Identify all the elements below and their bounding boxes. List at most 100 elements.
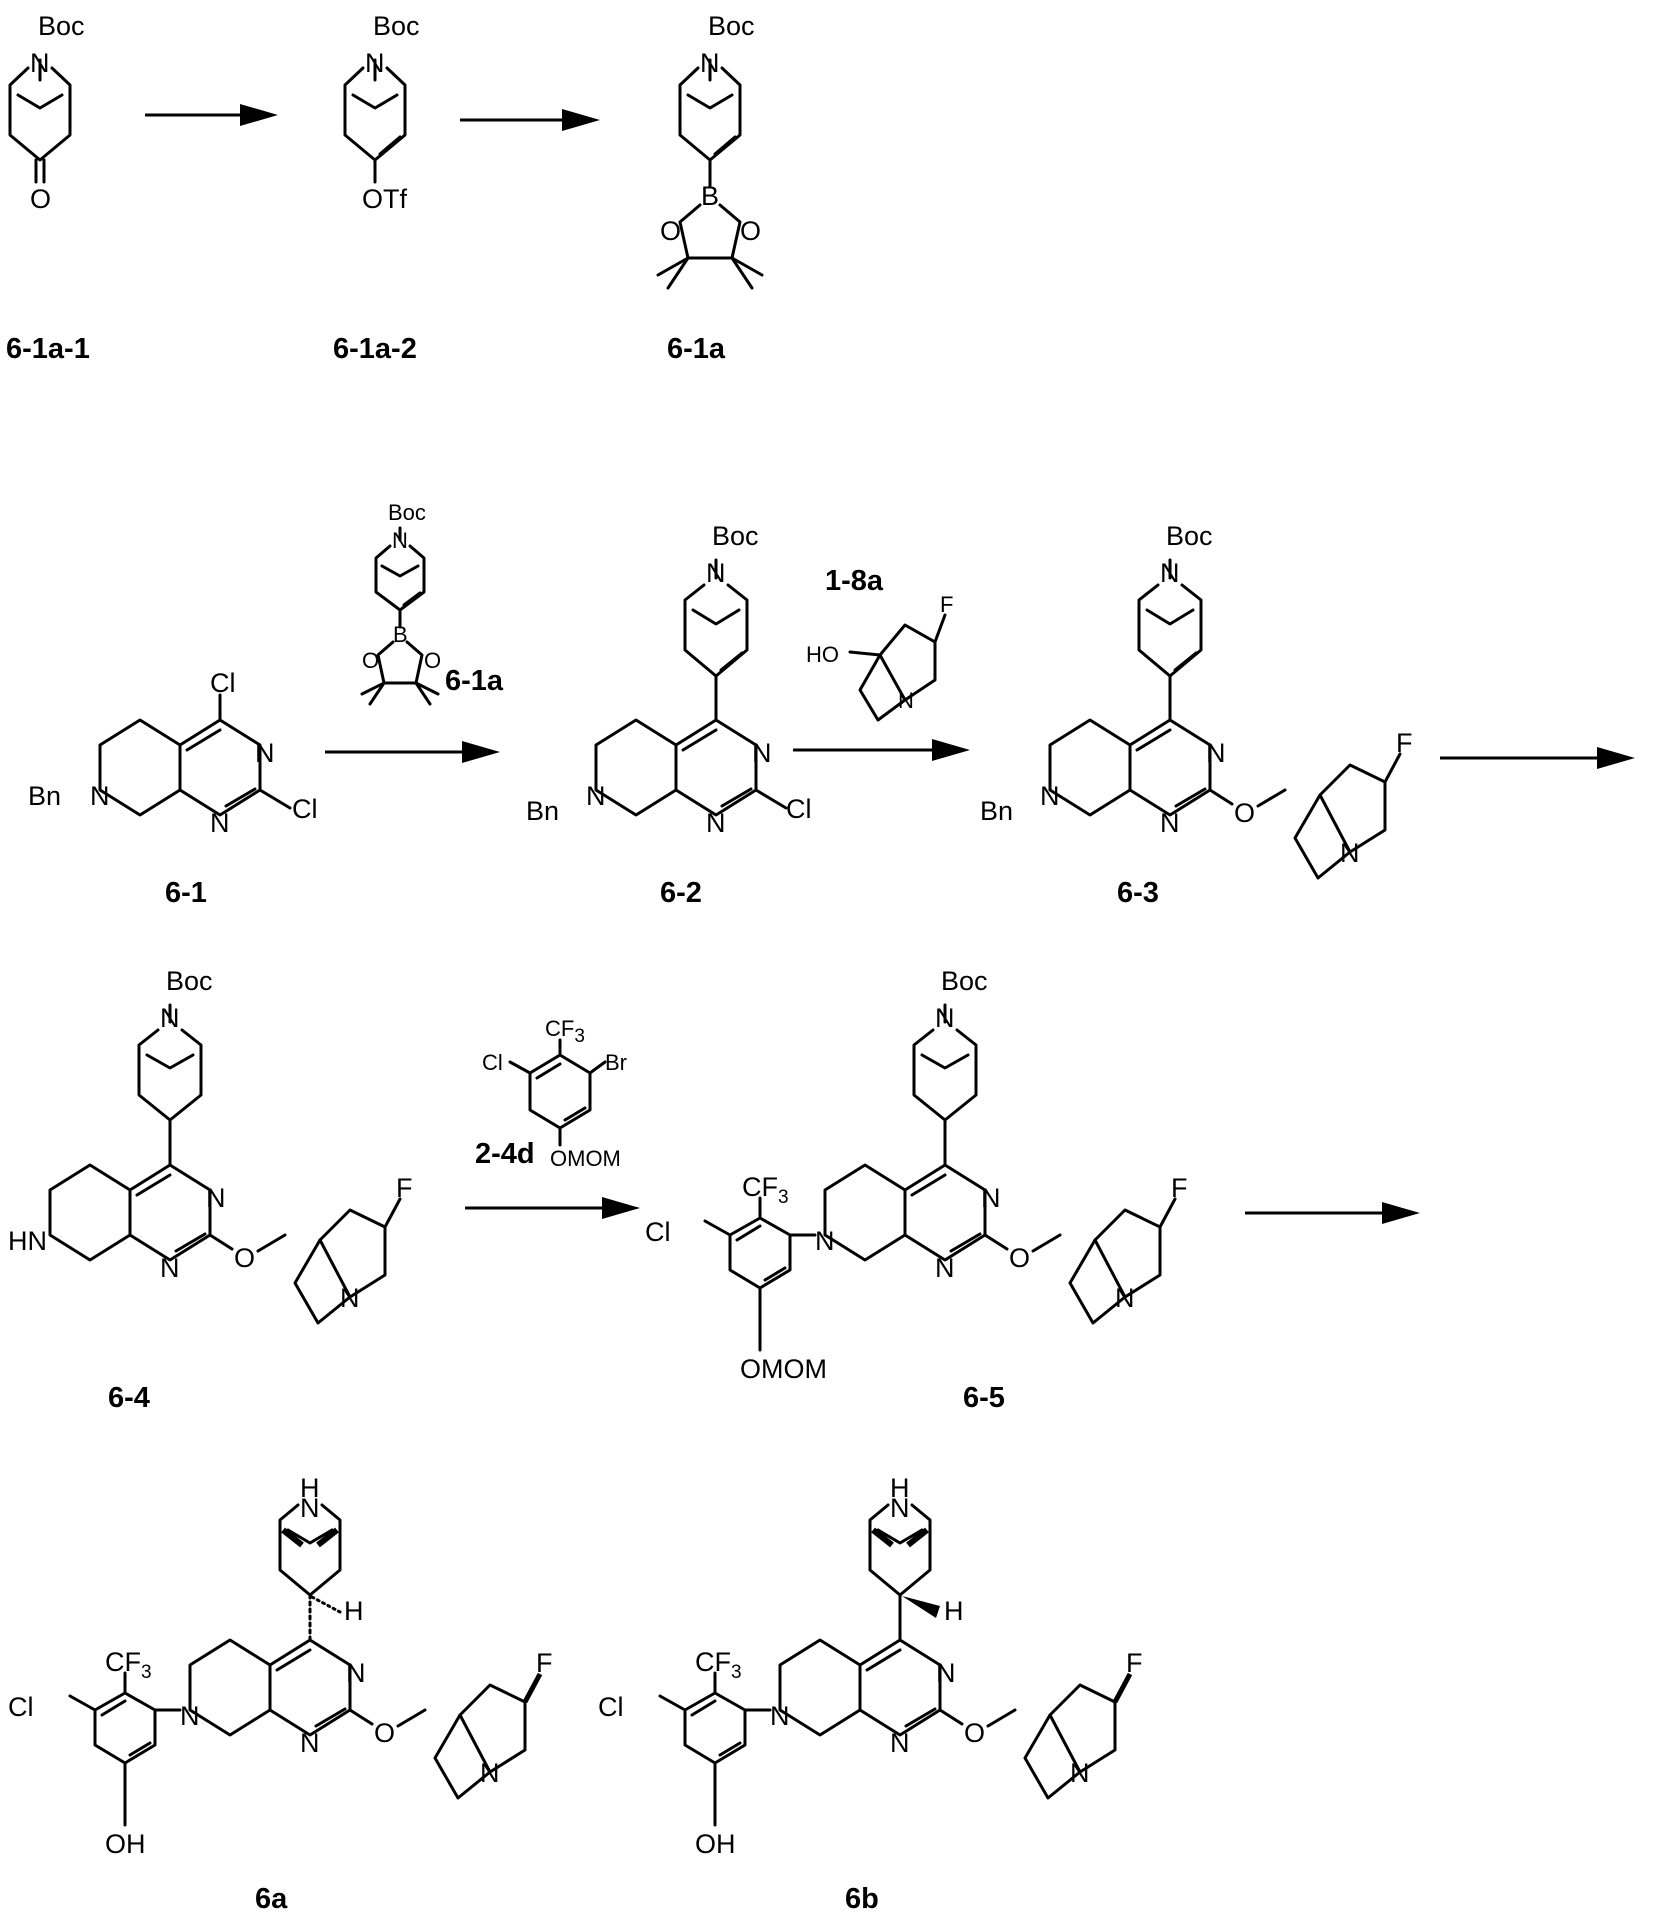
fluorine-label: F xyxy=(1126,1648,1143,1678)
boron-label: B xyxy=(701,181,719,211)
trifluoromethyl-label: CF3 xyxy=(742,1172,789,1208)
compound-6-5: Boc N N N N CF3 Cl OMOM O F N xyxy=(645,966,1188,1384)
nitrogen-label: N xyxy=(981,1183,1001,1213)
reagent-label-2-4d: 2-4d xyxy=(475,1138,535,1170)
compound-6a: H N H N N N CF3 Cl OH O F N xyxy=(8,1473,553,1859)
nitrogen-label: N xyxy=(752,738,772,768)
hydroxyl-label: OH xyxy=(105,1829,146,1859)
nitrogen-label: N xyxy=(815,1226,835,1256)
compound-6-1: Cl Cl N N N Bn xyxy=(28,668,318,838)
hydroxyl-label: OH xyxy=(695,1829,736,1859)
nitrogen-label: N xyxy=(700,48,720,78)
oxygen-label: O xyxy=(374,1718,395,1748)
chlorine-label: Cl xyxy=(8,1692,34,1722)
nitrogen-label: N xyxy=(935,1253,955,1283)
compound-label-6-1a-2: 6-1a-2 xyxy=(333,333,417,365)
boron-label: B xyxy=(393,622,408,647)
nitrogen-label: N xyxy=(890,1728,910,1758)
oxygen-label: O xyxy=(964,1718,985,1748)
hydroxyl-label: HO xyxy=(806,642,839,667)
compound-6-1a: Boc N B O O xyxy=(658,11,762,288)
chlorine-label: Cl xyxy=(210,668,236,698)
reaction-arrow-3 xyxy=(325,741,500,763)
benzyl-label: Bn xyxy=(28,781,61,811)
boc-label: Boc xyxy=(38,11,85,41)
nitrogen-label: N xyxy=(206,1183,226,1213)
reaction-arrow-5 xyxy=(1440,747,1635,769)
mom-ether-label: OMOM xyxy=(550,1146,621,1171)
reaction-arrow-2 xyxy=(460,109,600,131)
fluorine-label: F xyxy=(1396,728,1413,758)
nitrogen-label: N xyxy=(1115,1283,1135,1313)
compound-6b: H N H N N N CF3 Cl OH O F N xyxy=(598,1473,1143,1859)
trifluoromethyl-label: CF3 xyxy=(545,1016,585,1047)
trifluoromethyl-label: CF3 xyxy=(105,1647,152,1683)
mom-ether-label: OMOM xyxy=(740,1354,827,1384)
hydrogen-label: H xyxy=(944,1596,964,1626)
boc-label: Boc xyxy=(373,11,420,41)
fluorine-label: F xyxy=(396,1173,413,1203)
oxygen-label: O xyxy=(30,184,51,214)
fluorine-label: F xyxy=(536,1648,553,1678)
oxygen-label: O xyxy=(1009,1243,1030,1273)
reaction-arrow-1 xyxy=(145,104,278,126)
compound-label-6-1a-1: 6-1a-1 xyxy=(6,333,90,365)
nitrogen-label: N xyxy=(160,1253,180,1283)
oxygen-label: O xyxy=(740,216,761,246)
reagent-label-1-8a: 1-8a xyxy=(825,565,884,597)
nitrogen-label: N xyxy=(340,1283,360,1313)
nitrogen-label: N xyxy=(30,48,50,78)
reaction-arrow-6 xyxy=(465,1197,640,1219)
boc-label: Boc xyxy=(712,521,759,551)
reaction-arrow-4 xyxy=(793,739,970,761)
compound-label-6-2: 6-2 xyxy=(660,877,702,909)
chlorine-label: Cl xyxy=(598,1692,624,1722)
compound-6-2: Boc N N N N Bn Cl xyxy=(526,521,812,838)
benzyl-label: Bn xyxy=(526,796,559,826)
boc-label: Boc xyxy=(708,11,755,41)
nitrogen-label: N xyxy=(1070,1758,1090,1788)
compound-6-4: Boc N N N HN O F N xyxy=(8,966,413,1323)
nitrogen-label: N xyxy=(1206,738,1226,768)
nitrogen-label: N xyxy=(706,808,726,838)
nitrogen-label: N xyxy=(898,688,914,713)
oxygen-label: O xyxy=(234,1243,255,1273)
reagent-label-6-1a: 6-1a xyxy=(445,665,504,697)
nitrogen-label: N xyxy=(255,738,275,768)
nitrogen-label: N xyxy=(890,1493,910,1523)
nitrogen-label: N xyxy=(1160,558,1180,588)
chlorine-label: Cl xyxy=(786,794,812,824)
reagent-6-1a-structure: Boc N B O O xyxy=(362,500,441,704)
reaction-arrow-7 xyxy=(1245,1202,1420,1224)
oxygen-label: O xyxy=(362,648,379,673)
chlorine-label: Cl xyxy=(645,1217,671,1247)
nitrogen-label: N xyxy=(935,1003,955,1033)
nitrogen-label: N xyxy=(480,1758,500,1788)
fluorine-label: F xyxy=(940,592,953,617)
fluorine-label: F xyxy=(1171,1173,1188,1203)
compound-6-3: Boc N N N N Bn O F N xyxy=(980,521,1413,878)
compound-label-6-1: 6-1 xyxy=(165,877,207,909)
nitrogen-label: N xyxy=(160,1003,180,1033)
oxygen-label: O xyxy=(1234,798,1255,828)
compound-label-6-5: 6-5 xyxy=(963,1382,1005,1414)
compound-label-6a: 6a xyxy=(255,1883,288,1915)
compound-6-1a-1: Boc N O xyxy=(10,11,85,214)
nitrogen-label: N xyxy=(706,558,726,588)
triflate-label: OTf xyxy=(362,184,407,214)
nitrogen-label: N xyxy=(1040,781,1060,811)
hydrogen-label: H xyxy=(344,1596,364,1626)
nitrogen-label: N xyxy=(1340,838,1360,868)
nitrogen-label: N xyxy=(770,1701,790,1731)
nitrogen-label: N xyxy=(180,1701,200,1731)
compound-label-6-3: 6-3 xyxy=(1117,877,1159,909)
compound-6-1a-2: Boc N OTf xyxy=(345,11,420,214)
nitrogen-label: N xyxy=(1160,808,1180,838)
nitrogen-label: N xyxy=(365,48,385,78)
compound-label-6b: 6b xyxy=(845,1883,879,1915)
nitrogen-label: N xyxy=(300,1728,320,1758)
amine-label: HN xyxy=(8,1226,47,1256)
chlorine-label: Cl xyxy=(292,794,318,824)
reagent-1-8a-structure: HO F N xyxy=(806,592,953,720)
